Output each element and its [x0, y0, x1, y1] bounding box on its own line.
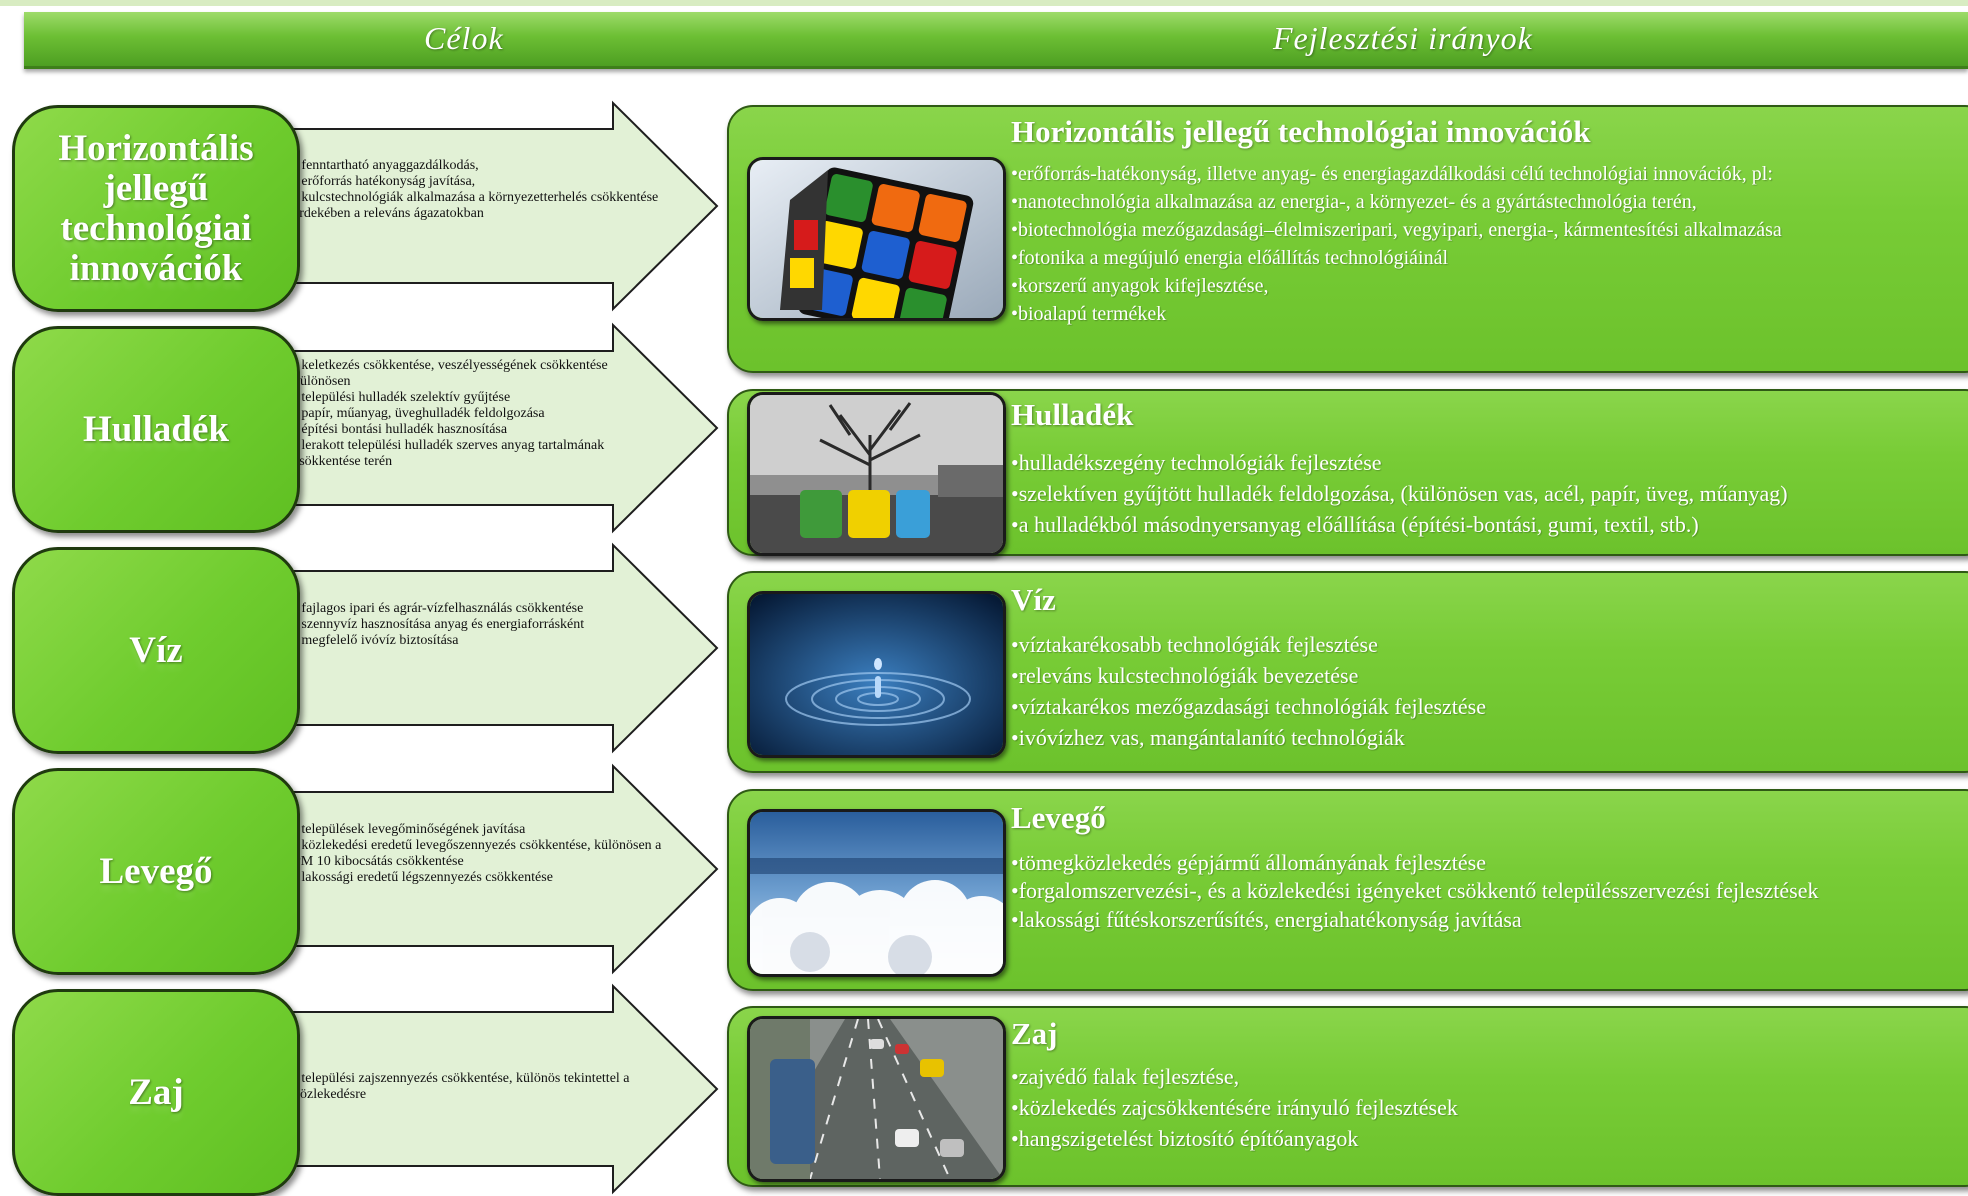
header-right-title: Fejlesztési irányok: [1273, 20, 1533, 56]
goal-item: • megfelelő ivóvíz biztosítása: [293, 633, 459, 648]
goal-label-line: innovációk: [69, 247, 243, 289]
goal-label-line: jellegű: [103, 167, 209, 209]
clouds-image: [747, 809, 1006, 977]
goal-item: • települések levegőminőségének javítása: [293, 822, 526, 837]
goal-item: • lakossági eredetű légszennyezés csökke…: [293, 870, 553, 885]
direction-box-hulladek: Hulladék •hulladékszegény technológiák f…: [727, 389, 1968, 556]
direction-item: •releváns kulcstechnológiák bevezetése: [1011, 663, 1359, 688]
goal-item: • közlekedési eredetű levegőszennyezés c…: [293, 838, 662, 869]
rubiks-cube-image: [747, 157, 1006, 321]
goal-zaj: Zaj: [12, 989, 300, 1196]
direction-item: •hulladékszegény technológiák fejlesztés…: [1011, 450, 1382, 475]
goal-item: • települési zajszennyezés csökkentése, …: [293, 1071, 630, 1102]
direction-title: Zaj: [1011, 1016, 1058, 1051]
direction-item: •ivóvízhez vas, mangántalanító technológ…: [1011, 725, 1405, 750]
highway-traffic-image: [747, 1016, 1006, 1182]
direction-box-horizontalis: Horizontális jellegű technológiai innová…: [727, 105, 1968, 373]
goal-hulladek: Hulladék: [12, 326, 300, 533]
arrow-shape: [284, 542, 719, 754]
arrow-shape: [284, 983, 719, 1195]
goal-item: • lerakott települési hulladék szerves a…: [293, 438, 605, 469]
direction-item: •közlekedés zajcsökkentésére irányuló fe…: [1011, 1095, 1458, 1120]
goal-label-line: technológiai: [60, 207, 252, 249]
goal-arrow-levego: • települések levegőminőségének javítása…: [284, 763, 720, 975]
direction-item: •fotonika a megújuló energia előállítás …: [1011, 247, 1449, 269]
direction-item: •víztakarékosabb technológiák fejlesztés…: [1011, 632, 1378, 657]
direction-title: Hulladék: [1011, 397, 1134, 432]
direction-item: •zajvédő falak fejlesztése,: [1011, 1064, 1240, 1089]
direction-item: •korszerű anyagok kifejlesztése,: [1011, 275, 1269, 297]
arrow-shape: [284, 763, 719, 975]
goal-label: Hulladék: [83, 408, 229, 450]
goal-item: • keletkezés csökkentése, veszélyességén…: [293, 358, 608, 389]
header-left-title: Célok: [424, 20, 504, 56]
goal-arrow-zaj: • települési zajszennyezés csökkentése, …: [284, 983, 720, 1195]
goal-item: • papír, műanyag, üveghulladék feldolgoz…: [293, 406, 545, 421]
direction-title: Víz: [1011, 582, 1056, 617]
header-bar: Célok Fejlesztési irányok: [24, 12, 1968, 69]
goal-label: Levegő: [99, 850, 213, 892]
arrow-shape: [284, 100, 719, 312]
goal-arrow-horizontalis: • fenntartható anyaggazdálkodás, • erőfo…: [284, 100, 720, 312]
direction-box-viz: Víz •víztakarékosabb technológiák fejles…: [727, 571, 1968, 773]
direction-item: •nanotechnológia alkalmazása az energia-…: [1011, 191, 1697, 213]
goal-label: Zaj: [128, 1071, 184, 1113]
goal-item: • települési hulladék szelektív gyűjtése: [293, 390, 511, 405]
goal-viz: Víz: [12, 547, 300, 754]
direction-item: •bioalapú termékek: [1011, 303, 1167, 325]
goal-item: • szennyvíz hasznosítása anyag és energi…: [293, 617, 585, 632]
top-accent-line: [0, 0, 1968, 6]
goal-item: • építési bontási hulladék hasznosítása: [293, 422, 508, 437]
goal-horizontalis: Horizontális jellegű technológiai innová…: [12, 105, 300, 312]
goal-levego: Levegő: [12, 768, 300, 975]
goal-item: • kulcstechnológiák alkalmazása a környe…: [293, 190, 659, 221]
direction-item: •forgalomszervezési-, és a közlekedési i…: [1011, 878, 1819, 903]
direction-item: •a hulladékból másodnyersanyag előállítá…: [1011, 512, 1699, 537]
goal-item: • fenntartható anyaggazdálkodás,: [293, 158, 479, 173]
goal-arrow-viz: • fajlagos ipari és agrár-vízfelhasználá…: [284, 542, 720, 754]
direction-item: •szelektíven gyűjtött hulladék feldolgoz…: [1011, 481, 1788, 506]
goal-label: Víz: [129, 629, 183, 671]
direction-item: •tömegközlekedés gépjármű állományának f…: [1011, 850, 1487, 875]
direction-item: •hangszigetelést biztosító építőanyagok: [1011, 1126, 1359, 1151]
recycling-bins-image: [747, 392, 1006, 556]
arrow-shape: [284, 322, 719, 534]
goal-item: • erőforrás hatékonyság javítása,: [293, 174, 476, 189]
goal-item: • fajlagos ipari és agrár-vízfelhasználá…: [293, 601, 584, 616]
direction-item: •víztakarékos mezőgazdasági technológiák…: [1011, 694, 1486, 719]
goal-arrow-hulladek: • keletkezés csökkentése, veszélyességén…: [284, 322, 720, 534]
direction-item: •lakossági fűtéskorszerűsítés, energiaha…: [1011, 907, 1522, 932]
goal-label-line: Horizontális: [58, 127, 254, 169]
direction-title: Levegő: [1011, 800, 1106, 835]
direction-box-levego: Levegő •tömegközlekedés gépjármű állomán…: [727, 789, 1968, 991]
direction-item: •erőforrás-hatékonyság, illetve anyag- é…: [1011, 163, 1773, 185]
direction-title: Horizontális jellegű technológiai innová…: [1011, 114, 1591, 149]
water-drop-image: [747, 591, 1006, 758]
direction-item: •biotechnológia mezőgazdasági–élelmiszer…: [1011, 219, 1782, 241]
direction-box-zaj: Zaj •zajvédő falak fejlesztése, •közleke…: [727, 1006, 1968, 1187]
